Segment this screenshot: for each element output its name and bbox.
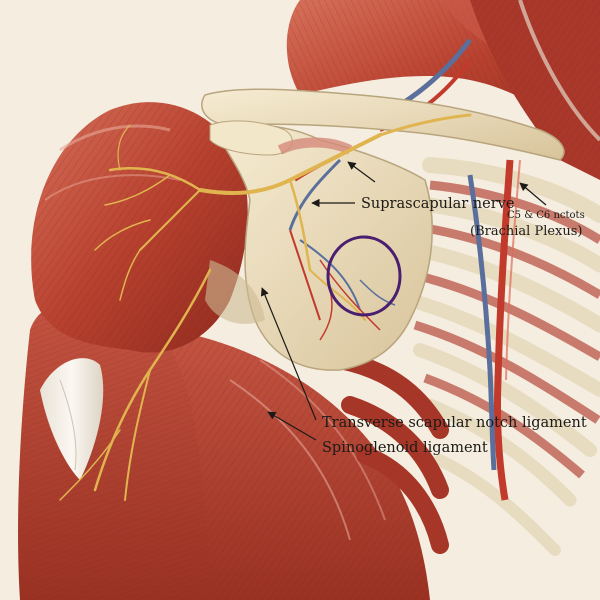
label-c5-c6-roots: C5 & C6 nctots [507,210,585,221]
leader-arrow-spinoglenoid [267,411,317,441]
suprascapular-nerve [59,113,472,501]
label-spinoglenoid-ligament: Spinoglenoid ligament [322,440,488,456]
leader-arrow-transverse [260,287,317,421]
leader-arrow-suprascapular-1 [347,161,376,183]
label-transverse-ligament: Transverse scapular notch ligament [322,415,587,431]
deltoid-muscle [31,102,248,353]
biceps-tendon [40,358,104,480]
label-suprascapular-nerve: Suprascapular nerve [361,196,514,212]
leader-lines [260,161,547,441]
label-brachial-plexus: (Brachial Plexus) [470,224,583,239]
latissimus-muscle [170,330,430,600]
leader-arrow-c5c6 [519,182,547,206]
humeral-head [205,260,265,324]
annotation-circle [326,235,402,317]
neck-muscles [470,0,600,180]
